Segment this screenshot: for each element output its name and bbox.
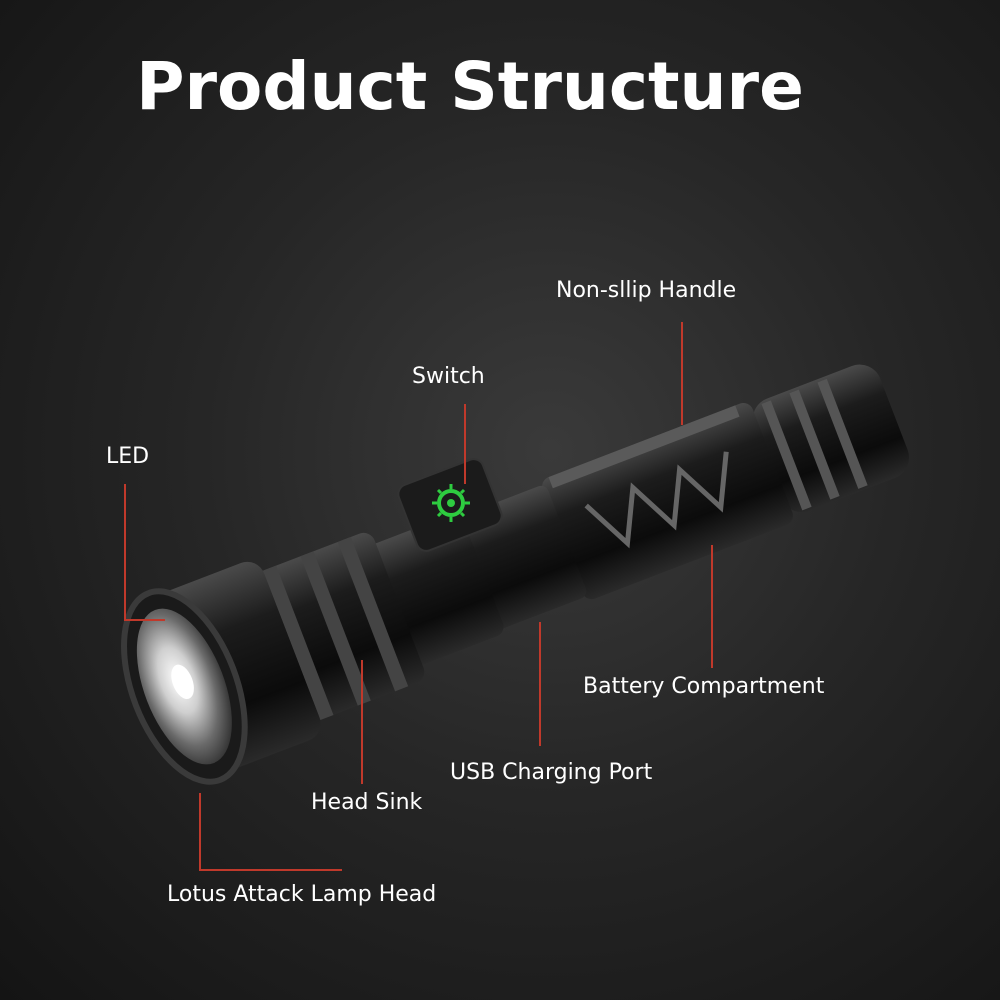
switch-icon <box>397 458 503 552</box>
lamp-head-leader <box>199 793 342 871</box>
handle-label: Non-sllip Handle <box>556 278 737 303</box>
flashlight-body <box>121 364 909 785</box>
page-title: Product Structure <box>136 48 804 125</box>
usb-label: USB Charging Port <box>450 760 653 785</box>
led-label: LED <box>106 444 150 469</box>
switch-label: Switch <box>412 364 485 389</box>
head-sink-label: Head Sink <box>311 790 423 815</box>
lamp-head-label: Lotus Attack Lamp Head <box>167 882 437 907</box>
battery-label: Battery Compartment <box>583 674 825 699</box>
non-slip-handle <box>542 402 793 600</box>
led <box>171 664 194 700</box>
led-leader <box>124 484 165 621</box>
leader-lines <box>124 322 713 871</box>
